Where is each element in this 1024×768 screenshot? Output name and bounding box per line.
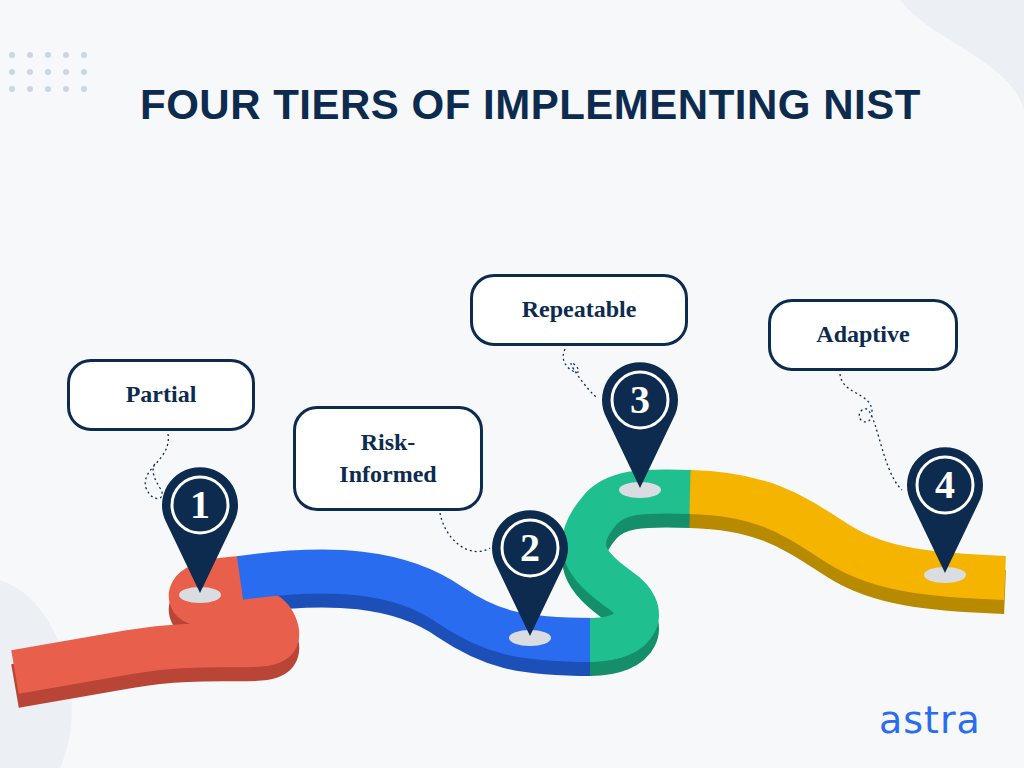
callout-box: Partial (67, 359, 255, 431)
callout-box: Adaptive (768, 299, 958, 371)
tier-name: Repeatable (522, 294, 637, 325)
callout-number: 2 (520, 528, 540, 568)
tier-name: Risk- Informed (322, 427, 454, 489)
location-pin (492, 510, 568, 646)
tier-name: Partial (126, 379, 197, 410)
callout-number: 3 (630, 380, 650, 420)
diagram-title: FOUR TIERS OF IMPLEMENTING NIST (140, 81, 921, 129)
location-pin (162, 467, 238, 603)
location-pin (602, 362, 678, 498)
callout-box: Repeatable (470, 274, 688, 346)
callout-box: Risk- Informed (293, 406, 483, 511)
location-pin (907, 447, 983, 583)
road (15, 491, 1005, 672)
brand-logo: astra (879, 701, 981, 739)
tier-name: Adaptive (816, 319, 909, 350)
dot-grid (9, 52, 87, 92)
callout-number: 1 (190, 485, 210, 525)
callout-number: 4 (935, 465, 955, 505)
